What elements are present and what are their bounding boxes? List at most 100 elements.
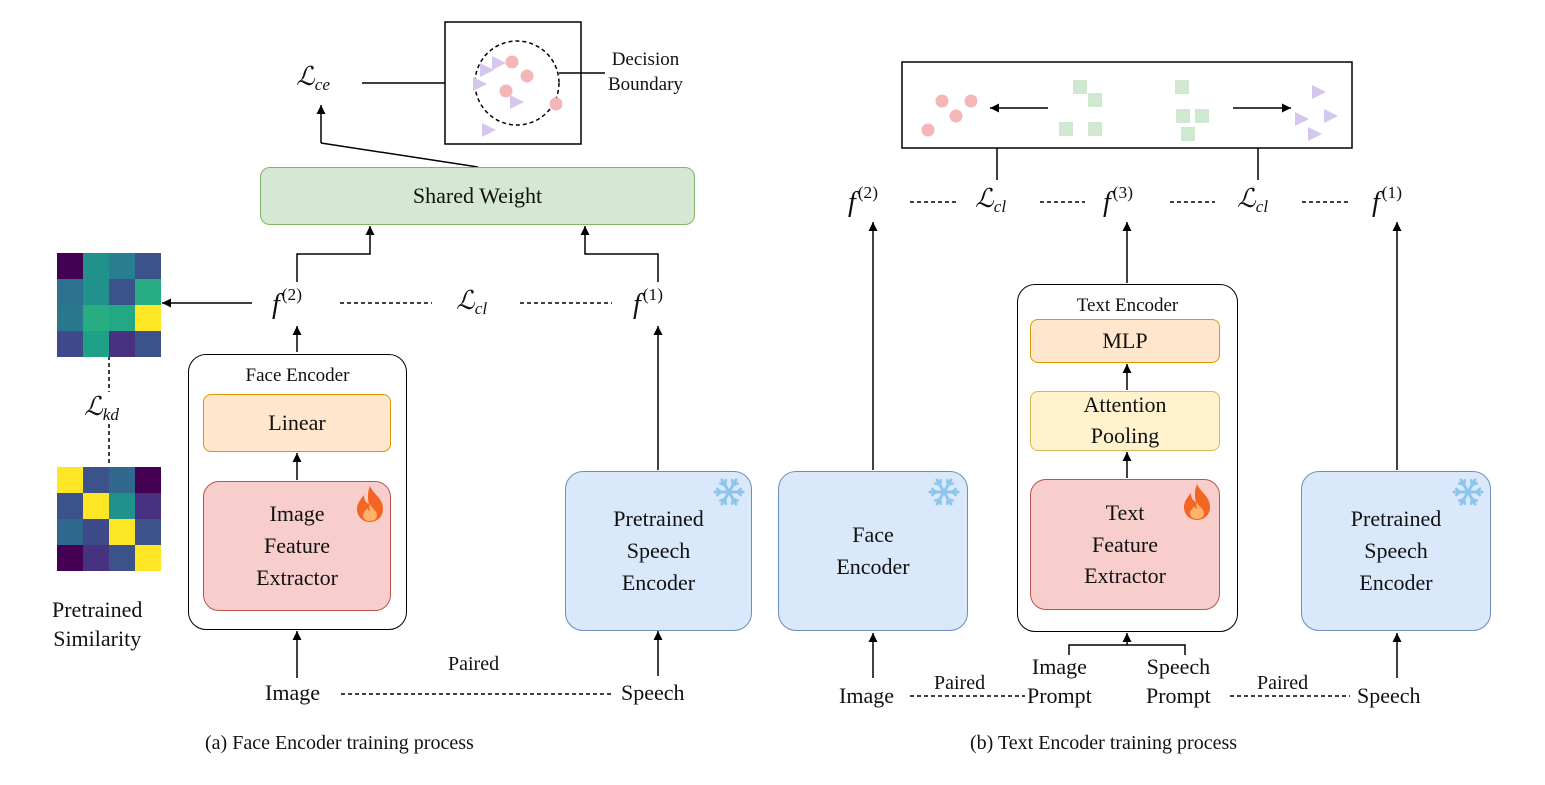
face-embedding-dot [549,97,563,111]
heatmap-cell [109,305,135,331]
heatmap-cell [135,305,161,331]
face-embedding-dot [964,94,978,108]
speech-embedding-triangle [1312,85,1326,99]
snowflake-icon [1452,478,1484,506]
f2-feature-a: f(2) [272,285,303,321]
mlp-box: MLP [1030,319,1220,363]
f1-feature-b: f(1) [1372,183,1403,219]
heatmap-cell [135,279,161,305]
face-embedding-dot [520,69,534,83]
caption-a: (a) Face Encoder training process [205,732,474,754]
speech-embedding-triangle [1308,127,1322,141]
heatmap-cell [109,493,135,519]
heatmap-cell [57,519,83,545]
heatmap-cell [83,279,109,305]
learned-similarity-heatmap [57,253,161,357]
heatmap-cell [57,545,83,571]
shared-weight-box: Shared Weight [260,167,695,225]
speech-embedding-triangle [1295,112,1309,126]
image-input-a: Image [265,680,320,705]
face-encoder-box-b: Face Encoder [778,471,968,631]
text-embedding-square [1195,109,1209,123]
paired-label-a: Paired [448,653,500,675]
decision-boundary-scatter [473,55,563,137]
heatmap-cell [135,545,161,571]
text-embedding-square [1176,109,1190,123]
speech-prompt-input: Speech Prompt [1146,654,1211,708]
heatmap-cell [83,253,109,279]
heatmap-cell [83,519,109,545]
speech-embedding-triangle [480,63,494,77]
heatmap-cell [135,493,161,519]
heatmap-cell [109,519,135,545]
flame-icon [1184,484,1210,520]
speech-embedding-triangle [482,123,496,137]
heatmap-cell [57,331,83,357]
pretrained-similarity-label: Pretrained Similarity [52,597,143,651]
heatmap-cell [83,331,109,357]
snowflake-icon [928,478,960,506]
text-encoder-box: Text Encoder [1017,284,1238,632]
pretrained-speech-encoder-box-a: Pretrained Speech Encoder [565,471,752,631]
heatmap-cell [109,467,135,493]
heatmap-cell [57,493,83,519]
shared-weight-to-ce-line [320,142,479,168]
f2-feature-b: f(2) [848,183,879,219]
heatmap-cell [57,467,83,493]
decision-boundary-circle [474,40,560,126]
heatmap-cell [83,493,109,519]
heatmap-cell [57,305,83,331]
text-embedding-square [1175,80,1189,94]
caption-b: (b) Text Encoder training process [970,732,1238,754]
speech-embedding-triangle [473,77,487,91]
text-embedding-square [1073,80,1087,94]
image-input-b: Image [839,683,894,708]
pretrained-speech-encoder-box-b: Pretrained Speech Encoder [1301,471,1491,631]
heatmap-cell [109,545,135,571]
embedding-space-scatter [921,80,1338,141]
loss-cl-a: ℒcl [456,286,488,318]
image-prompt-input: Image Prompt [1027,654,1092,708]
text-encoder-title: Text Encoder [1076,295,1179,316]
text-embedding-square [1059,122,1073,136]
heatmap-cell [109,331,135,357]
flame-icon [357,486,383,522]
text-embedding-square [1088,93,1102,107]
heatmap-cell [135,253,161,279]
loss-cl-right-b: ℒcl [1237,184,1269,216]
heatmap-cell [57,253,83,279]
heatmap-cell [83,467,109,493]
heatmap-cell [135,331,161,357]
face-encoder-title: Face Encoder [245,365,350,386]
arrow-f1-to-shared-weight [580,226,659,282]
heatmap-cell [57,279,83,305]
heatmap-cell [109,253,135,279]
face-embedding-dot [949,109,963,123]
heatmap-cell [135,467,161,493]
text-embedding-square [1181,127,1195,141]
face-embedding-dot [921,123,935,137]
face-embedding-dot [505,55,519,69]
attention-pooling-box: Attention Pooling [1030,391,1220,451]
decision-boundary-box [444,21,582,145]
heatmap-cell [83,545,109,571]
decision-boundary-label: Decision Boundary [608,49,683,95]
loss-ce: ℒce [296,62,330,94]
f3-feature-b: f(3) [1103,183,1134,219]
linear-layer-box: Linear [203,394,391,452]
speech-embedding-triangle [1324,109,1338,123]
face-embedding-dot [499,84,513,98]
heatmap-cell [135,519,161,545]
heatmap-cell [83,305,109,331]
text-embedding-square [1088,122,1102,136]
face-embedding-dot [935,94,949,108]
paired-label-b-left: Paired [934,672,986,694]
paired-label-b-right: Paired [1257,672,1309,694]
pretrained-similarity-heatmap [57,467,161,571]
arrow-f2-to-shared-weight [296,226,375,282]
speech-embedding-triangle [492,56,506,70]
speech-embedding-triangle [510,95,524,109]
f1-feature-a: f(1) [633,285,664,321]
